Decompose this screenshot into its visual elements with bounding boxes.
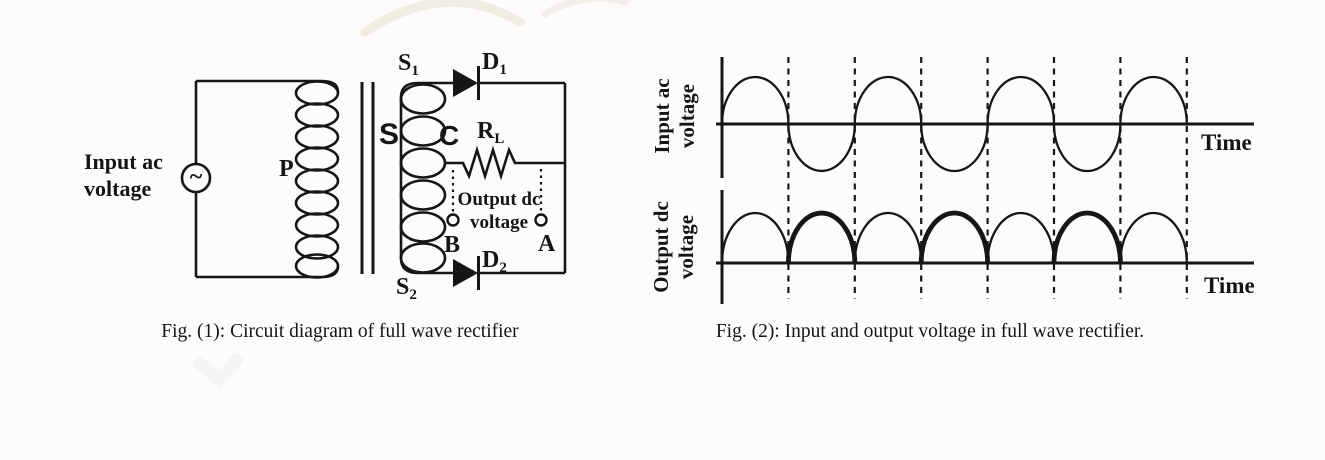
ac-source-circle (180, 162, 212, 194)
rectifier-circuit-diagram (180, 66, 567, 290)
secondary-coil (399, 81, 453, 275)
load-resistor-symbol (445, 145, 565, 181)
secondary-winding-label: S (379, 118, 400, 151)
primary-circuit-wires (194, 79, 340, 279)
diode-d1-label: D1 (482, 49, 507, 78)
transformer-core (360, 82, 375, 274)
output-graph-axes (716, 190, 1254, 304)
diode-d2-symbol (453, 256, 565, 290)
input-graph-axes (716, 57, 1254, 178)
half-cycle-gridlines (787, 57, 1188, 299)
output-dc-waveform-thick-path (786, 210, 1123, 264)
ac-source-tilde-symbol: ~ (189, 164, 203, 190)
input-ac-waveform-path (720, 75, 1188, 173)
output-graph-ylabel: Output dc voltage (649, 201, 698, 293)
input-graph-ylabel: Input ac voltage (650, 78, 699, 154)
terminal-b-label: B (444, 232, 461, 258)
output-dc-waveform-thin-path (720, 211, 1188, 264)
diode-d2-label: D2 (482, 247, 507, 276)
terminal-a-label: A (538, 231, 556, 257)
load-resistor-label: RL (477, 118, 505, 147)
diode-d1-symbol (453, 66, 565, 100)
primary-winding-label: P (279, 156, 294, 182)
fig1-caption: Fig. (1): Circuit diagram of full wave r… (161, 321, 519, 342)
output-probe-dotted-lines (451, 169, 543, 213)
terminal-s2-label: S2 (396, 274, 417, 303)
output-graph-time-label: Time (1204, 273, 1255, 298)
fig2-caption: Fig. (2): Input and output voltage in fu… (715, 321, 1145, 342)
primary-coil (294, 80, 340, 279)
terminal-b-circle (446, 213, 460, 227)
input-graph-time-label: Time (1201, 130, 1252, 155)
terminal-s1-label: S1 (398, 50, 419, 79)
watermark-marks (193, 0, 629, 390)
input-ac-voltage-label: Input ac voltage (84, 149, 163, 201)
waveform-graphs (716, 57, 1254, 304)
terminal-a-circle (534, 213, 548, 227)
output-dc-voltage-label: Output dc voltage (457, 189, 541, 234)
center-tap-label: C (439, 120, 460, 151)
